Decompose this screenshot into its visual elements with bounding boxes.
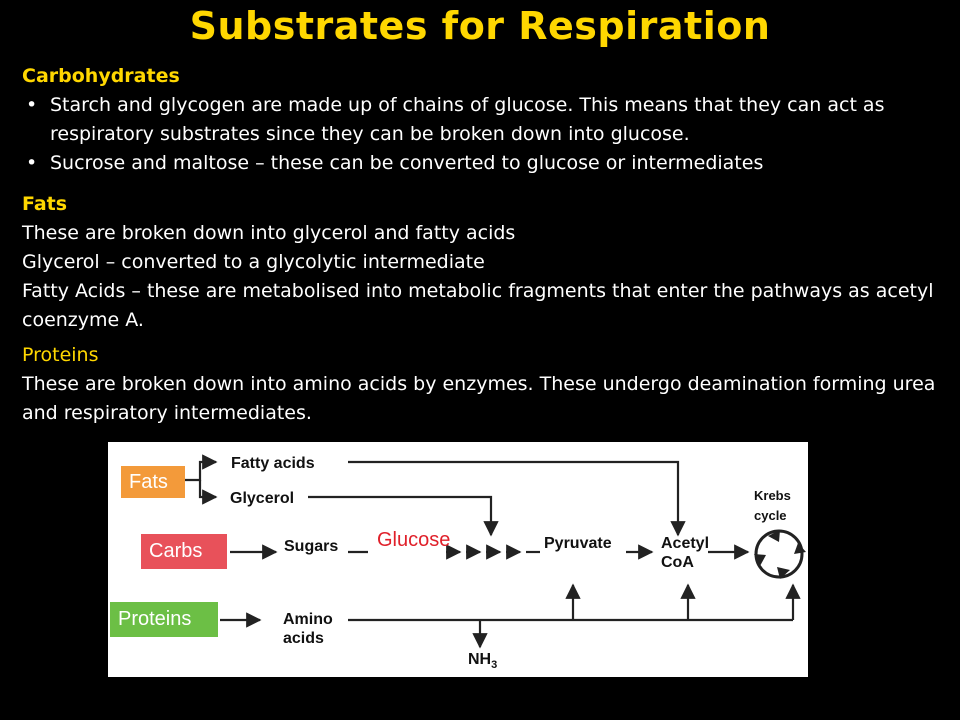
fats-line: Fatty Acids – these are metabolised into…: [22, 280, 934, 331]
carbohydrates-heading: Carbohydrates: [22, 65, 180, 87]
fats-to-glycerol-arrow: [198, 480, 218, 505]
carbs-box: Carbs: [141, 534, 227, 569]
ammonia-label-main: NH: [468, 651, 492, 668]
fats-to-fatty-acids-arrow: [185, 454, 218, 482]
pyruvate-label: Pyruvate: [544, 535, 612, 552]
fats-box: Fats: [121, 466, 185, 498]
slide-title: Substrates for Respiration: [189, 4, 771, 48]
fatty-acids-to-acetyl-coa-arrow: [348, 460, 686, 537]
fats-line: These are broken down into glycerol and …: [22, 222, 516, 244]
list-item: Starch and glycogen are made up of chain…: [22, 91, 947, 149]
acetyl-coa-line-2: CoA: [661, 554, 694, 571]
proteins-text: These are broken down into amino acids b…: [22, 373, 936, 424]
proteins-box-label: Proteins: [118, 608, 192, 630]
fats-heading: Fats: [22, 193, 68, 215]
carbohydrates-list: Starch and glycogen are made up of chain…: [22, 91, 947, 178]
amino-line-2: acids: [283, 630, 324, 647]
fats-box-label: Fats: [129, 470, 168, 493]
glycerol-to-glucose-arrow: [308, 495, 499, 537]
pathway-arrows: [185, 454, 806, 649]
carbohydrates-section: Carbohydrates Starch and glycogen are ma…: [22, 62, 947, 178]
list-item: Sucrose and maltose – these can be conve…: [22, 149, 947, 178]
ammonia-label-subscript: 3: [491, 659, 498, 672]
fats-line: Glycerol – converted to a glycolytic int…: [22, 251, 485, 273]
amino-acids-label: Amino acids: [283, 610, 333, 648]
glycerol-label: Glycerol: [230, 490, 295, 507]
ammonia-label: NH3: [468, 650, 497, 675]
carbs-box-label: Carbs: [149, 540, 203, 562]
glucose-label: Glucose: [377, 529, 451, 551]
krebs-line-1: Krebs: [754, 488, 791, 503]
krebs-cycle-label: Krebs cycle: [754, 486, 791, 526]
proteins-box: Proteins: [110, 602, 218, 637]
respiration-pathway-diagram: Fats Carbs Proteins Fatty acids Glycerol…: [108, 442, 808, 677]
fats-section: Fats These are broken down into glycerol…: [22, 190, 947, 335]
fatty-acids-label: Fatty acids: [231, 455, 315, 472]
proteins-section: Proteins These are broken down into amin…: [22, 341, 947, 428]
amino-line-1: Amino: [283, 611, 333, 628]
acetyl-coa-label: Acetyl CoA: [661, 534, 709, 572]
proteins-heading: Proteins: [22, 344, 99, 366]
krebs-line-2: cycle: [754, 508, 787, 523]
acetyl-coa-line-1: Acetyl: [661, 535, 710, 552]
sugars-label: Sugars: [284, 538, 339, 555]
